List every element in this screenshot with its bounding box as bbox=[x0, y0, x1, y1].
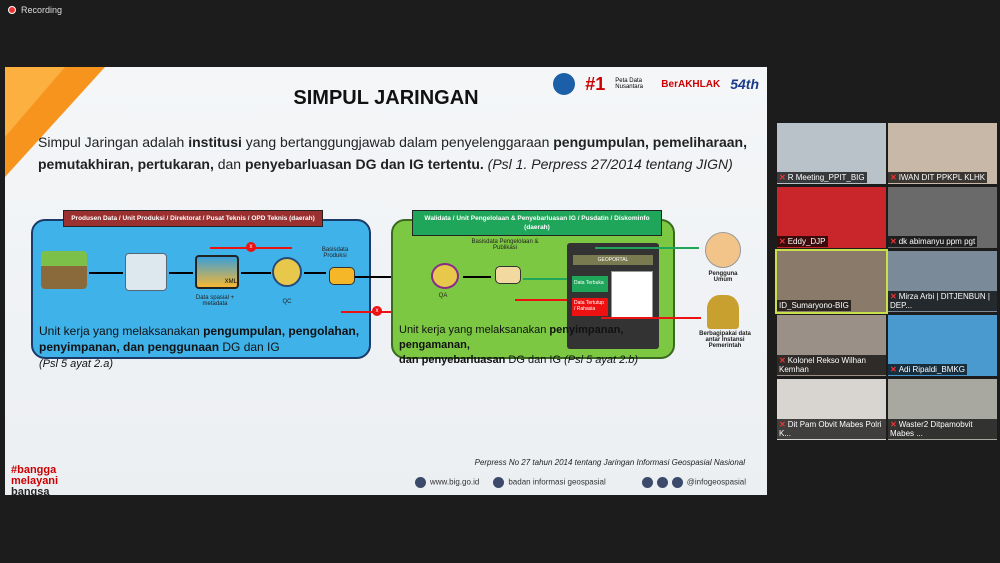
logo-bar: #1 Peta Data Nusantara BerAKHLAK 54th bbox=[553, 73, 759, 95]
arrow bbox=[304, 272, 326, 274]
qc-label: QC bbox=[282, 299, 292, 305]
garuda-emblem-icon bbox=[707, 295, 739, 329]
qc-icon bbox=[272, 257, 302, 287]
decor-corner-inner bbox=[5, 67, 65, 137]
participant-tile[interactable]: ✕Eddy_DJP bbox=[777, 187, 886, 248]
facebook-icon bbox=[641, 477, 653, 488]
to-public-arrow bbox=[595, 247, 699, 249]
anniversary-logo: 54th bbox=[730, 76, 759, 92]
government-share-label: Berbagipakai data antar Instansi Pemerin… bbox=[699, 331, 751, 349]
public-users-label: Pengguna Umum bbox=[708, 271, 738, 283]
participant-tile[interactable]: ✕R Meeting_PPIT_BIG bbox=[777, 123, 886, 184]
geoportal-window: GEOPORTAL Data Terbuka Data Tertutup / R… bbox=[567, 243, 659, 349]
participant-tile[interactable]: ✕Dit Pam Obvit Mabes Polri K... bbox=[777, 379, 886, 440]
recording-indicator: Recording bbox=[8, 5, 62, 15]
qa-label: QA bbox=[438, 293, 448, 299]
record-icon bbox=[8, 6, 16, 14]
public-users-icon bbox=[705, 232, 741, 268]
database-icon bbox=[329, 267, 355, 285]
map-thumbnail bbox=[611, 271, 653, 319]
participant-tile[interactable]: ✕Kolonel Rekso Wilhan Kemhan bbox=[777, 315, 886, 376]
arrow bbox=[169, 272, 193, 274]
arrow bbox=[89, 272, 123, 274]
youtube-icon bbox=[493, 477, 505, 488]
qa-icon bbox=[431, 263, 459, 289]
youtube-link[interactable]: badan informasi geospasial bbox=[493, 477, 606, 488]
peta-logo-sub: Peta Data Nusantara bbox=[615, 78, 643, 90]
open-data-label: Data Terbuka bbox=[572, 276, 608, 292]
participant-tile-active-speaker[interactable]: ID_Sumaryono-BIG bbox=[775, 249, 888, 314]
instagram-icon bbox=[656, 477, 668, 488]
closed-data-arrow bbox=[515, 299, 569, 301]
footer-links: www.big.go.id badan informasi geospasial… bbox=[415, 477, 746, 488]
producer-description: Unit kerja yang melaksanakan pengumpulan… bbox=[39, 324, 360, 370]
website-link[interactable]: www.big.go.id bbox=[415, 477, 479, 488]
to-government-arrow bbox=[601, 317, 701, 319]
participant-tile[interactable]: ✕IWAN DIT PPKPL KLHK bbox=[888, 123, 997, 184]
participant-tile[interactable]: ✕dk abimanyu ppm pgt bbox=[888, 187, 997, 248]
walidata-header: Walidata / Unit Pengelolaan & Penyebarlu… bbox=[412, 210, 662, 236]
social-links[interactable]: @infogeospasial bbox=[641, 477, 746, 488]
open-data-arrow bbox=[523, 278, 569, 280]
big-logo bbox=[553, 73, 576, 95]
spatial-data-icon: XML bbox=[195, 255, 239, 289]
production-db-label: Basisdata Produksi bbox=[321, 247, 349, 259]
shared-slide: SIMPUL JARINGAN #1 Peta Data Nusantara B… bbox=[5, 67, 767, 495]
reject-x-icon: x bbox=[372, 306, 382, 316]
producer-box bbox=[31, 219, 371, 359]
law-reference: Perpress No 27 tahun 2014 tentang Jaring… bbox=[474, 458, 745, 467]
geoportal-label: GEOPORTAL bbox=[573, 255, 653, 265]
twitter-icon bbox=[671, 477, 683, 488]
producer-header: Produsen Data / Unit Produksi / Direktor… bbox=[63, 210, 323, 227]
landscape-icon bbox=[41, 251, 87, 289]
peta-logo: #1 bbox=[585, 73, 606, 94]
database-icon bbox=[495, 266, 521, 284]
participant-tile[interactable]: ✕Adi Ripaldi_BMKG bbox=[888, 315, 997, 376]
management-db-label: Basisdata Pengelolaan & Publikasi bbox=[471, 239, 539, 251]
spatial-data-label: Data spasial + metadata bbox=[195, 295, 235, 307]
closed-data-label: Data Tertutup / Rahasia bbox=[572, 298, 608, 316]
slide-title: SIMPUL JARINGAN bbox=[293, 87, 479, 109]
walidata-description: Unit kerja yang melaksanakan penyimpanan… bbox=[399, 324, 639, 366]
reject-x-icon: x bbox=[246, 242, 256, 252]
intro-text: Simpul Jaringan adalah institusi yang be… bbox=[38, 134, 747, 172]
participant-tile[interactable]: ✕Waster2 Ditpamobvit Mabes ... bbox=[888, 379, 997, 440]
globe-icon bbox=[415, 477, 426, 488]
berakhlak-logo: BerAKHLAK bbox=[661, 78, 721, 90]
participant-tile[interactable]: ✕Mirza Arbi | DITJENBUN | DEP... bbox=[888, 251, 997, 312]
arrow bbox=[463, 276, 491, 278]
arrow bbox=[241, 272, 271, 274]
operator-workstation-icon bbox=[125, 253, 167, 291]
